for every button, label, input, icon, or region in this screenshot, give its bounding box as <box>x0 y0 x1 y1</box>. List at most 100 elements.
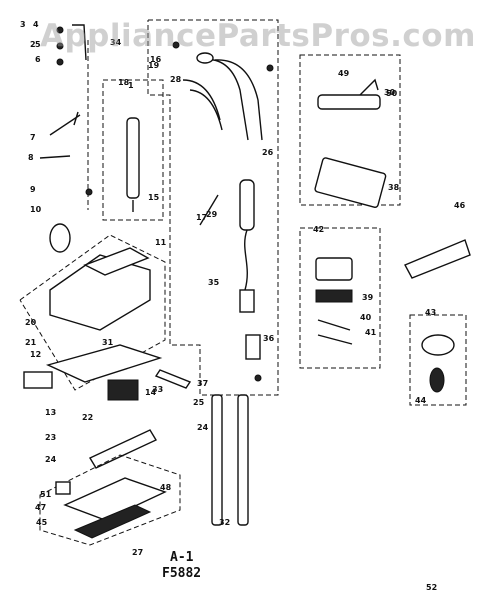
floor-tool-neck <box>359 78 379 96</box>
callout-31: 31 <box>102 338 114 347</box>
callout-49: 49 <box>338 69 350 78</box>
hose-end-part <box>239 289 255 313</box>
coupling-part <box>196 52 214 64</box>
hose-elbow-part <box>214 59 263 141</box>
callout-28: 28 <box>170 75 182 84</box>
callout-8: 8 <box>28 153 34 162</box>
diagram-code-line2: F5882 <box>162 566 202 581</box>
clip-part <box>266 64 274 72</box>
callout-12: 12 <box>30 350 41 359</box>
screw-part <box>56 42 64 50</box>
callout-41: 41 <box>365 328 377 337</box>
callout-14: 14 <box>145 388 157 397</box>
callout-32: 32 <box>219 518 230 527</box>
callout-9: 9 <box>30 185 36 194</box>
tool-insert-part <box>315 289 353 303</box>
bottom-plate-outline <box>39 454 181 546</box>
callout-48: 48 <box>160 483 172 492</box>
callout-21: 21 <box>25 338 37 347</box>
attachment-box <box>299 227 381 369</box>
callout-4: 4 <box>33 20 39 29</box>
diagram-code-line1: A-1 <box>170 550 194 565</box>
pedal-part <box>23 371 53 389</box>
callout-10: 10 <box>30 205 42 214</box>
callout-33: 33 <box>152 385 163 394</box>
callout-22: 22 <box>82 413 93 422</box>
callout-39: 39 <box>362 293 374 302</box>
switch-knob-part <box>49 223 71 253</box>
watermark: AppliancePartsPros.com <box>40 18 476 54</box>
hose-cuff-part <box>239 179 255 231</box>
callout-6: 6 <box>35 55 41 64</box>
callout-36: 36 <box>263 334 275 343</box>
callout-19: 19 <box>148 61 160 70</box>
callout-52: 52 <box>426 583 437 592</box>
callout-15: 15 <box>148 193 160 202</box>
bag-housing-part <box>49 254 151 331</box>
clip-part <box>172 41 180 49</box>
callout-46: 46 <box>454 201 466 210</box>
bolt-part <box>85 188 93 196</box>
callout-7: 7 <box>30 133 36 142</box>
callout-27: 27 <box>132 548 143 557</box>
callout-18: 18 <box>118 78 130 87</box>
screw-part <box>56 58 64 66</box>
callout-3: 3 <box>20 20 26 29</box>
cord-clip-part <box>39 155 71 159</box>
callout-25: 25 <box>193 398 205 407</box>
callout-40: 40 <box>360 313 372 322</box>
wheel-part <box>55 481 71 495</box>
bottom-plate-part <box>63 477 167 521</box>
floor-tool-part <box>317 94 381 110</box>
callout-23: 23 <box>45 433 56 442</box>
hose-part <box>189 89 223 131</box>
callout-30: 30 <box>384 88 396 97</box>
callout-16: 16 <box>150 55 162 64</box>
cord-hook-part <box>72 24 87 61</box>
bottom-grate-part <box>73 504 152 539</box>
callout-44: 44 <box>415 396 427 405</box>
callout-38: 38 <box>388 183 400 192</box>
callout-24: 24 <box>45 455 57 464</box>
base-plate-part <box>45 344 163 383</box>
cord-part <box>49 111 81 136</box>
callout-13: 13 <box>45 408 56 417</box>
upholstery-tool-part <box>315 257 353 281</box>
brush-roll-part <box>89 429 157 469</box>
extension-wand-part <box>211 394 223 526</box>
callout-34: 34 <box>110 38 122 47</box>
brush-attachment-box <box>409 314 467 406</box>
callout-51: 51 <box>40 490 52 499</box>
callout-20: 20 <box>25 318 37 327</box>
callout-45: 45 <box>36 518 48 527</box>
callout-42: 42 <box>313 225 324 234</box>
callout-11: 11 <box>155 238 167 247</box>
wand-part <box>199 194 219 226</box>
bag-housing-lid <box>83 247 150 276</box>
brush-strip-part <box>314 157 387 208</box>
latch-part <box>154 369 192 389</box>
brush-bristles-part <box>429 367 445 393</box>
callout-24: 24 <box>197 423 209 432</box>
washer-part <box>254 374 262 382</box>
callout-1: 1 <box>128 81 134 90</box>
handle-group-outline <box>102 79 164 221</box>
dusting-brush-part <box>421 334 455 356</box>
callout-5: 5 <box>35 40 41 49</box>
callout-26: 26 <box>262 148 274 157</box>
handle-tube-part <box>126 117 140 199</box>
callout-29: 29 <box>206 210 218 219</box>
screw-part <box>56 26 64 34</box>
crevice-tool-part <box>404 239 471 279</box>
callout-37: 37 <box>197 379 208 388</box>
bag-housing-outline <box>19 234 166 391</box>
callout-47: 47 <box>35 503 46 512</box>
extension-wand-part <box>237 394 249 526</box>
flexible-hose-part <box>244 229 248 291</box>
upper-handle-group-outline <box>147 19 279 396</box>
callout-43: 43 <box>425 308 436 317</box>
hose-elbow-part <box>199 58 249 141</box>
